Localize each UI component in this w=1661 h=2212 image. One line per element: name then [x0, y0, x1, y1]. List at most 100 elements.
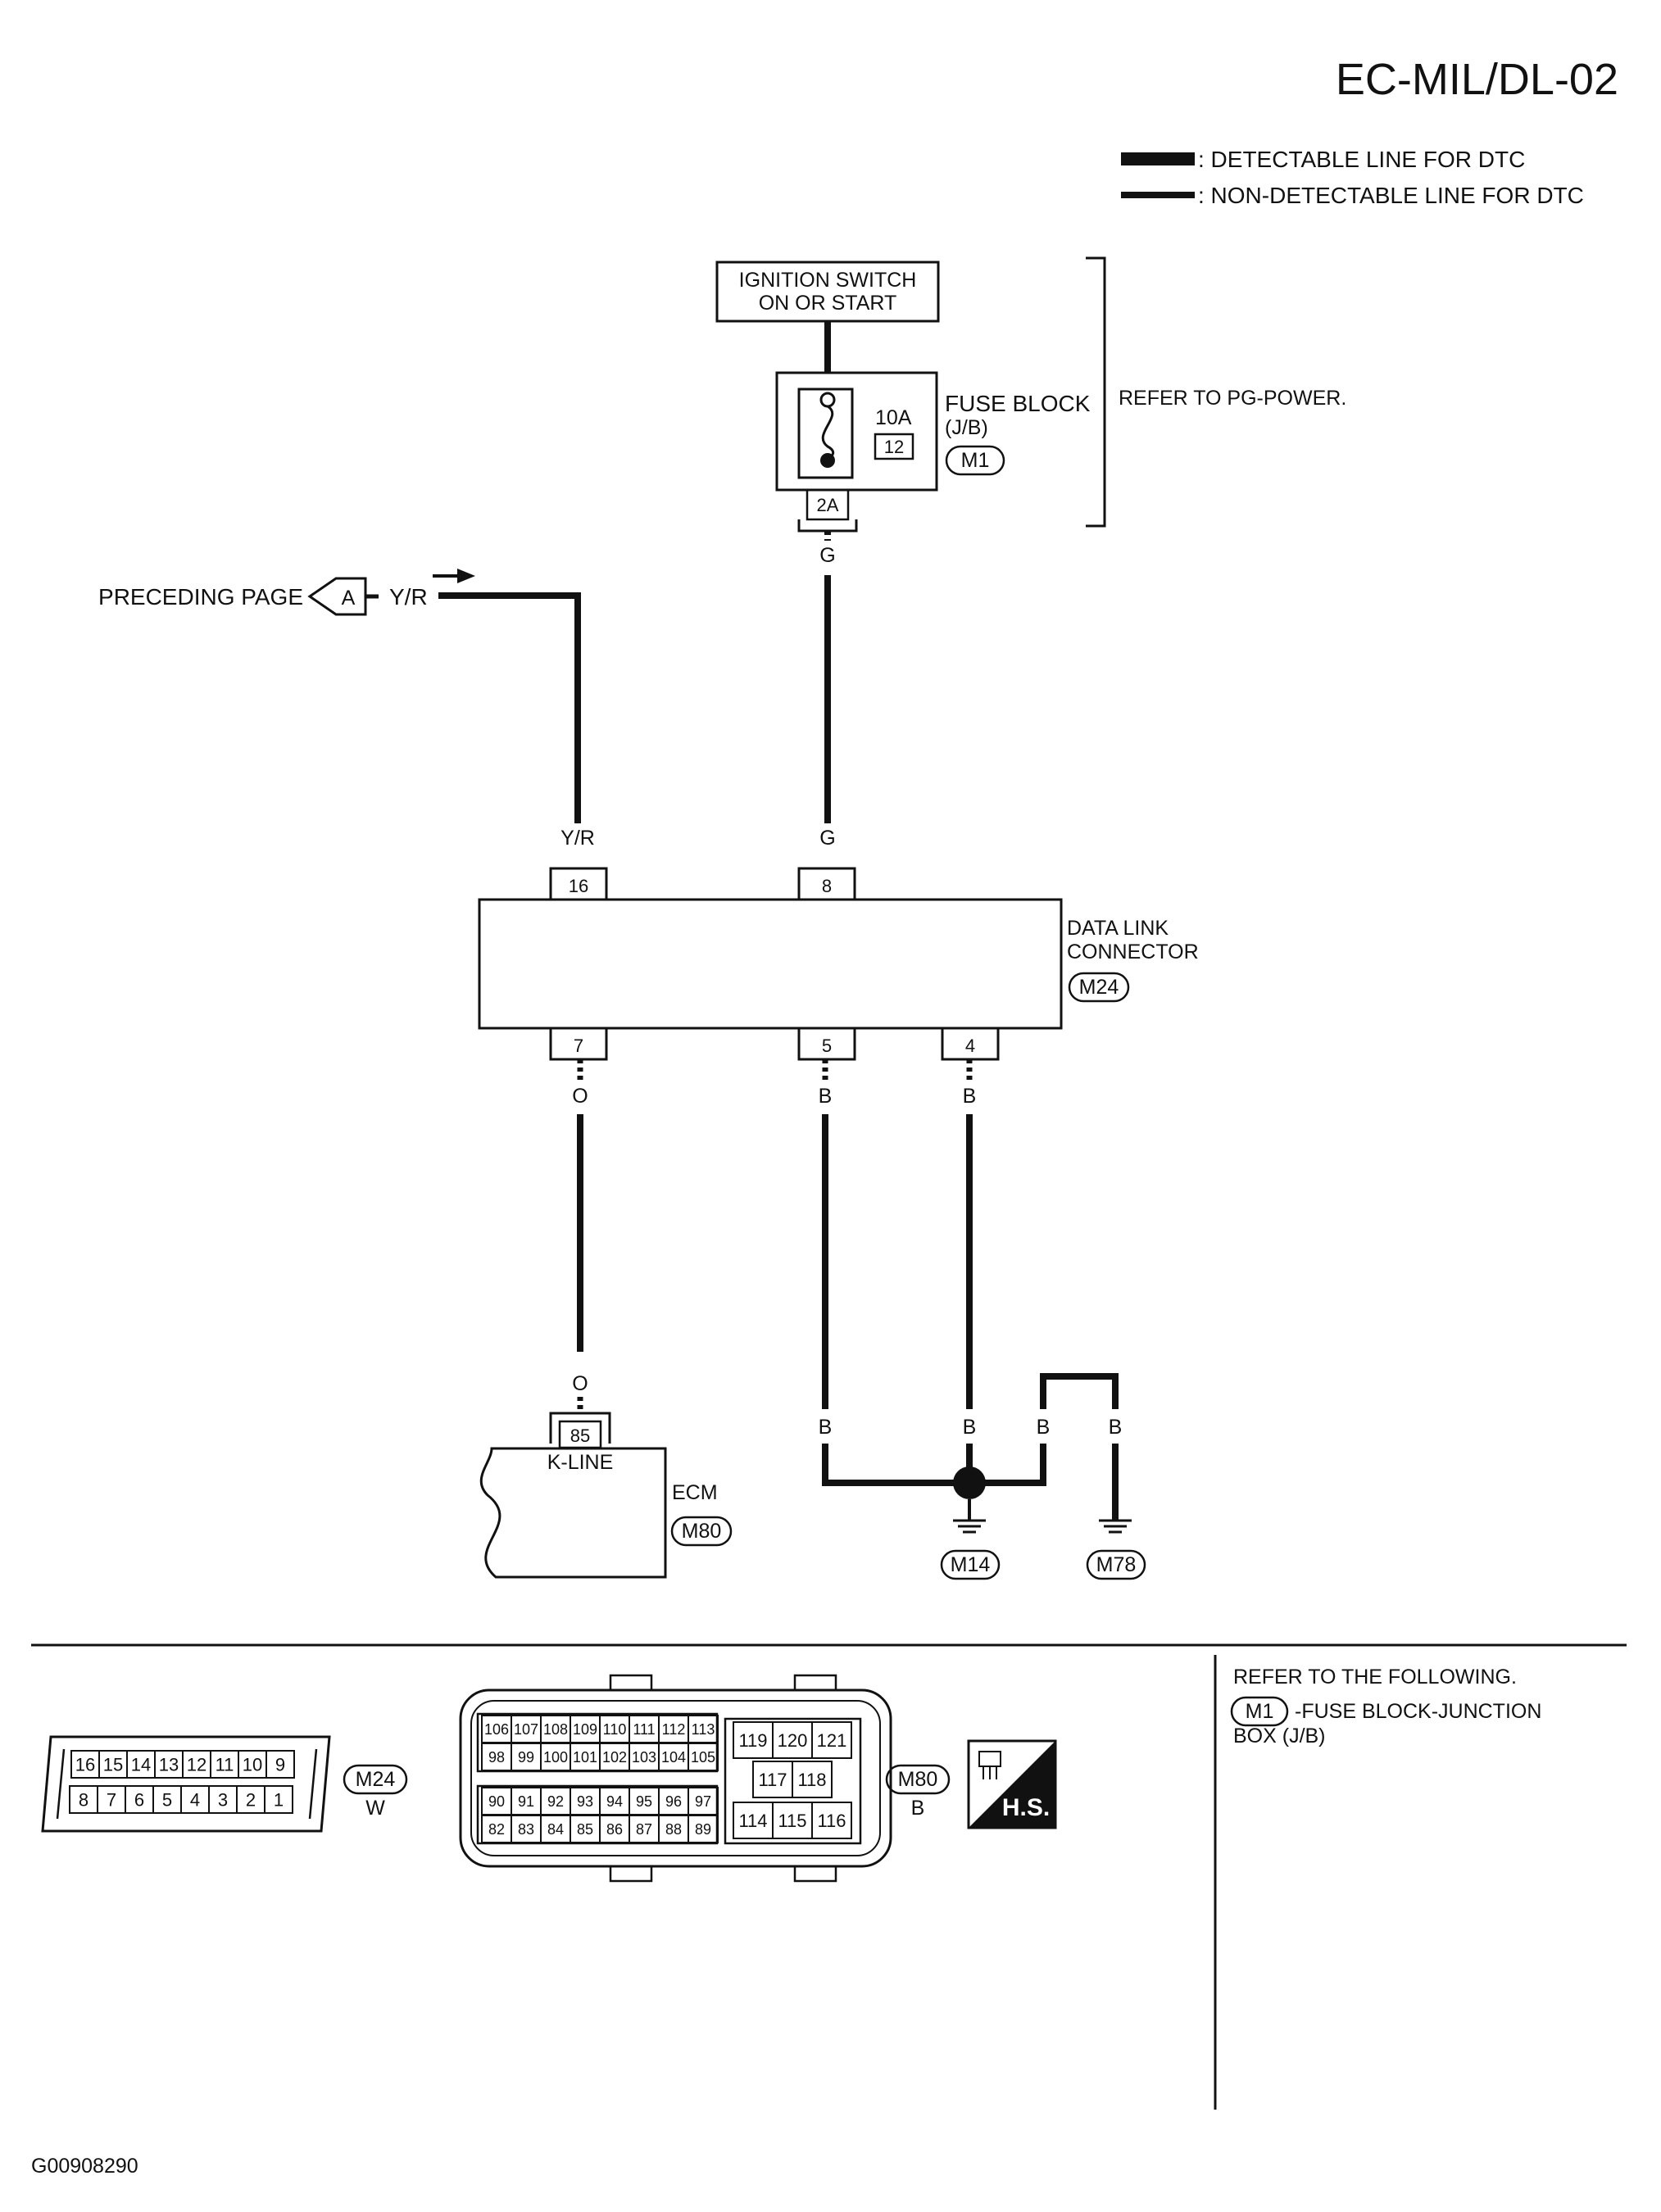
fuse-block-box — [775, 371, 938, 492]
wire-b-jumper — [1040, 1373, 1119, 1409]
m80-pin-97: 97 — [695, 1793, 711, 1810]
fuse-rating: 10A — [875, 406, 912, 429]
page-title: EC-MIL/DL-02 — [1336, 55, 1618, 104]
m80-pin-89: 89 — [695, 1821, 711, 1838]
m24-pin-6: 6 — [134, 1789, 144, 1810]
legend-detectable-swatch — [1121, 152, 1195, 165]
m24-pin-9-cell — [265, 1750, 295, 1779]
m80-pin-94: 94 — [606, 1793, 623, 1810]
m24-pin-16: 16 — [75, 1754, 95, 1775]
m24-pin-3: 3 — [218, 1789, 228, 1810]
m24-pin-4: 4 — [190, 1789, 200, 1810]
m80-pin-104: 104 — [661, 1749, 686, 1766]
m80-view-oval — [885, 1764, 951, 1795]
m24-pin-14: 14 — [131, 1754, 151, 1775]
wire-b-splice-right — [969, 1444, 1046, 1486]
harness-side-icon — [967, 1739, 1057, 1829]
m24-view-oval — [343, 1764, 408, 1795]
ground-m14-oval — [940, 1549, 1001, 1580]
ecm-label: ECM — [672, 1481, 718, 1504]
dlc-label-line2: CONNECTOR — [1067, 941, 1199, 963]
splice-point-icon — [953, 1466, 986, 1499]
dlc-pin16-box — [549, 867, 608, 900]
m80-pin-85: 85 — [577, 1821, 593, 1838]
m80-pin-105-cell — [688, 1743, 719, 1771]
m80-pin-91: 91 — [518, 1793, 534, 1810]
refer-following-desc2: BOX (J/B) — [1233, 1725, 1326, 1747]
harness-side-label: H.S. — [1002, 1794, 1050, 1821]
refer-pg-text: REFER TO PG-POWER. — [1119, 387, 1346, 410]
m80-pin-113: 113 — [692, 1721, 715, 1738]
dlc-pin16: 16 — [569, 876, 588, 896]
m80-pin-109: 109 — [573, 1721, 597, 1738]
ground-m14: M14 — [951, 1553, 991, 1576]
ground-wire-1: B — [819, 1416, 833, 1439]
fuse-number: 12 — [884, 437, 904, 457]
signal-direction-arrow-icon — [457, 569, 475, 583]
fuse-terminal-bracket — [797, 519, 858, 533]
preceding-page-marker: A — [342, 587, 356, 610]
m24-pin-5: 5 — [162, 1789, 172, 1810]
dlc-pin16-wire: Y/R — [560, 827, 595, 850]
m80-pin-92: 92 — [547, 1793, 564, 1810]
ecm-pin-label: K-LINE — [547, 1451, 614, 1474]
dlc-pin8: 8 — [822, 876, 832, 896]
fuse-terminal: 2A — [817, 495, 839, 515]
m24-pin-1-cell — [264, 1785, 293, 1814]
fuse-connector-id: M1 — [961, 449, 990, 472]
m80-pin-82: 82 — [488, 1821, 505, 1838]
legend-non-detectable-label: : NON-DETECTABLE LINE FOR DTC — [1198, 183, 1584, 208]
m80-pin-115: 115 — [778, 1811, 806, 1831]
m80-pin-114: 114 — [738, 1811, 767, 1831]
preceding-page-marker-icon — [307, 577, 367, 616]
fuse-link-icon — [821, 405, 835, 461]
m80-pin-102: 102 — [602, 1749, 627, 1766]
ecm-connector-id: M80 — [682, 1520, 722, 1543]
m24-pin-10: 10 — [243, 1754, 262, 1775]
ground-wire-3: B — [1037, 1416, 1051, 1439]
preceding-wire-color: Y/R — [389, 584, 428, 610]
fuse-block-label: FUSE BLOCK — [945, 391, 1091, 416]
refer-following-code-oval — [1230, 1696, 1289, 1727]
fuse-element-box — [797, 388, 854, 479]
m80-pin-86: 86 — [606, 1821, 623, 1838]
m80-pin-118-cell — [792, 1761, 833, 1798]
m80-pin-93: 93 — [577, 1793, 593, 1810]
m80-pin-96: 96 — [665, 1793, 682, 1810]
dlc-pin7: 7 — [574, 1036, 583, 1056]
ground-symbol-icon — [953, 1519, 986, 1534]
ground-m78: M78 — [1096, 1553, 1137, 1576]
m80-pin-118: 118 — [797, 1770, 826, 1790]
m80-pin-88: 88 — [665, 1821, 682, 1838]
fuse-bottom-terminal-icon — [820, 453, 835, 468]
m24-view-color: W — [365, 1797, 385, 1820]
ignition-line2: ON OR START — [759, 292, 897, 315]
dlc-pin5-wire: B — [819, 1085, 833, 1108]
ignition-line1: IGNITION SWITCH — [739, 269, 917, 292]
dlc-pin4-wire: B — [963, 1085, 977, 1108]
ecm-pin-bracket — [549, 1412, 611, 1444]
m80-pin-110: 110 — [603, 1721, 627, 1738]
dlc-pin7-wire: O — [572, 1085, 588, 1108]
dlc-pin5: 5 — [822, 1036, 832, 1056]
ecm-box — [479, 1447, 667, 1579]
m80-pin-87: 87 — [636, 1821, 652, 1838]
m24-pin-11: 11 — [216, 1754, 234, 1775]
ground-wire-4: B — [1109, 1416, 1123, 1439]
m80-pin-95: 95 — [636, 1793, 652, 1810]
dlc-pin8-box — [797, 867, 856, 900]
fuse-connector-oval — [945, 445, 1005, 476]
m24-view-id: M24 — [356, 1768, 396, 1791]
fuse-wire-color: G — [819, 544, 835, 567]
m24-pin-7: 7 — [107, 1789, 116, 1810]
refer-following-desc1: -FUSE BLOCK-JUNCTION — [1295, 1700, 1541, 1723]
dlc-connector-oval — [1068, 972, 1130, 1003]
ecm-connector-oval — [670, 1516, 733, 1547]
m24-pin-2: 2 — [246, 1789, 256, 1810]
m80-pin-101: 101 — [573, 1749, 597, 1766]
m80-pin-106: 106 — [484, 1721, 509, 1738]
m24-pin-12: 12 — [187, 1754, 206, 1775]
m80-pin-105: 105 — [691, 1749, 715, 1766]
